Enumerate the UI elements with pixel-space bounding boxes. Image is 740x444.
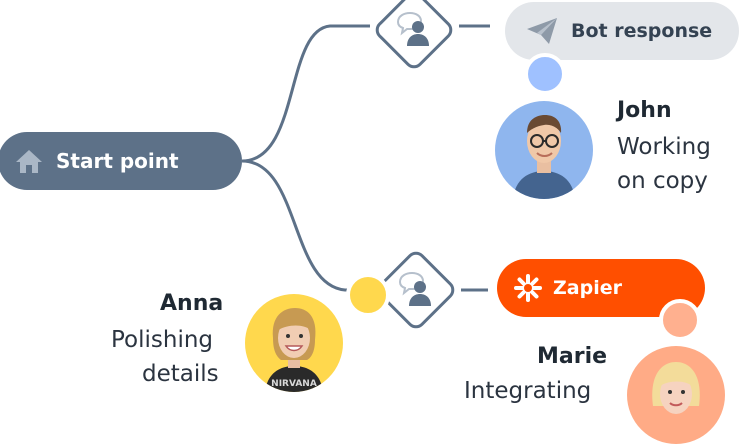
svg-text:NIRVANA: NIRVANA <box>271 379 317 389</box>
zapier-label: Zapier <box>553 277 622 299</box>
marie-status-line1: Integrating <box>464 378 592 404</box>
zapier-node[interactable]: Zapier <box>497 259 705 317</box>
john-name: John <box>617 98 672 123</box>
bot-response-label: Bot response <box>571 20 713 42</box>
john-status-line1: Working <box>617 134 711 160</box>
connector-lines <box>241 24 490 292</box>
marie-name: Marie <box>537 344 608 369</box>
paper-plane-icon <box>525 16 559 46</box>
marie-presence-dot <box>659 299 701 341</box>
assign-agent-node-upper[interactable] <box>371 0 457 73</box>
assign-agent-node-lower[interactable] <box>373 247 459 333</box>
agent-chat-icon <box>386 260 446 320</box>
start-point-label: Start point <box>56 149 179 173</box>
john-avatar <box>495 101 593 199</box>
agent-chat-icon <box>384 0 444 60</box>
zapier-asterisk-icon <box>513 273 543 303</box>
anna-presence-dot <box>346 273 390 317</box>
anna-status-line2: details <box>142 361 219 387</box>
home-icon <box>14 147 44 175</box>
marie-avatar <box>627 346 725 444</box>
anna-name: Anna <box>160 291 224 316</box>
anna-status-line1: Polishing <box>111 327 214 353</box>
branch-line-lower <box>241 159 378 292</box>
branch-line-upper <box>241 24 370 163</box>
anna-avatar: NIRVANA <box>245 294 343 392</box>
start-point-node[interactable]: Start point <box>0 132 242 190</box>
john-status-line2: on copy <box>617 168 708 194</box>
john-presence-dot <box>524 53 566 95</box>
bot-response-node[interactable]: Bot response <box>505 2 739 60</box>
